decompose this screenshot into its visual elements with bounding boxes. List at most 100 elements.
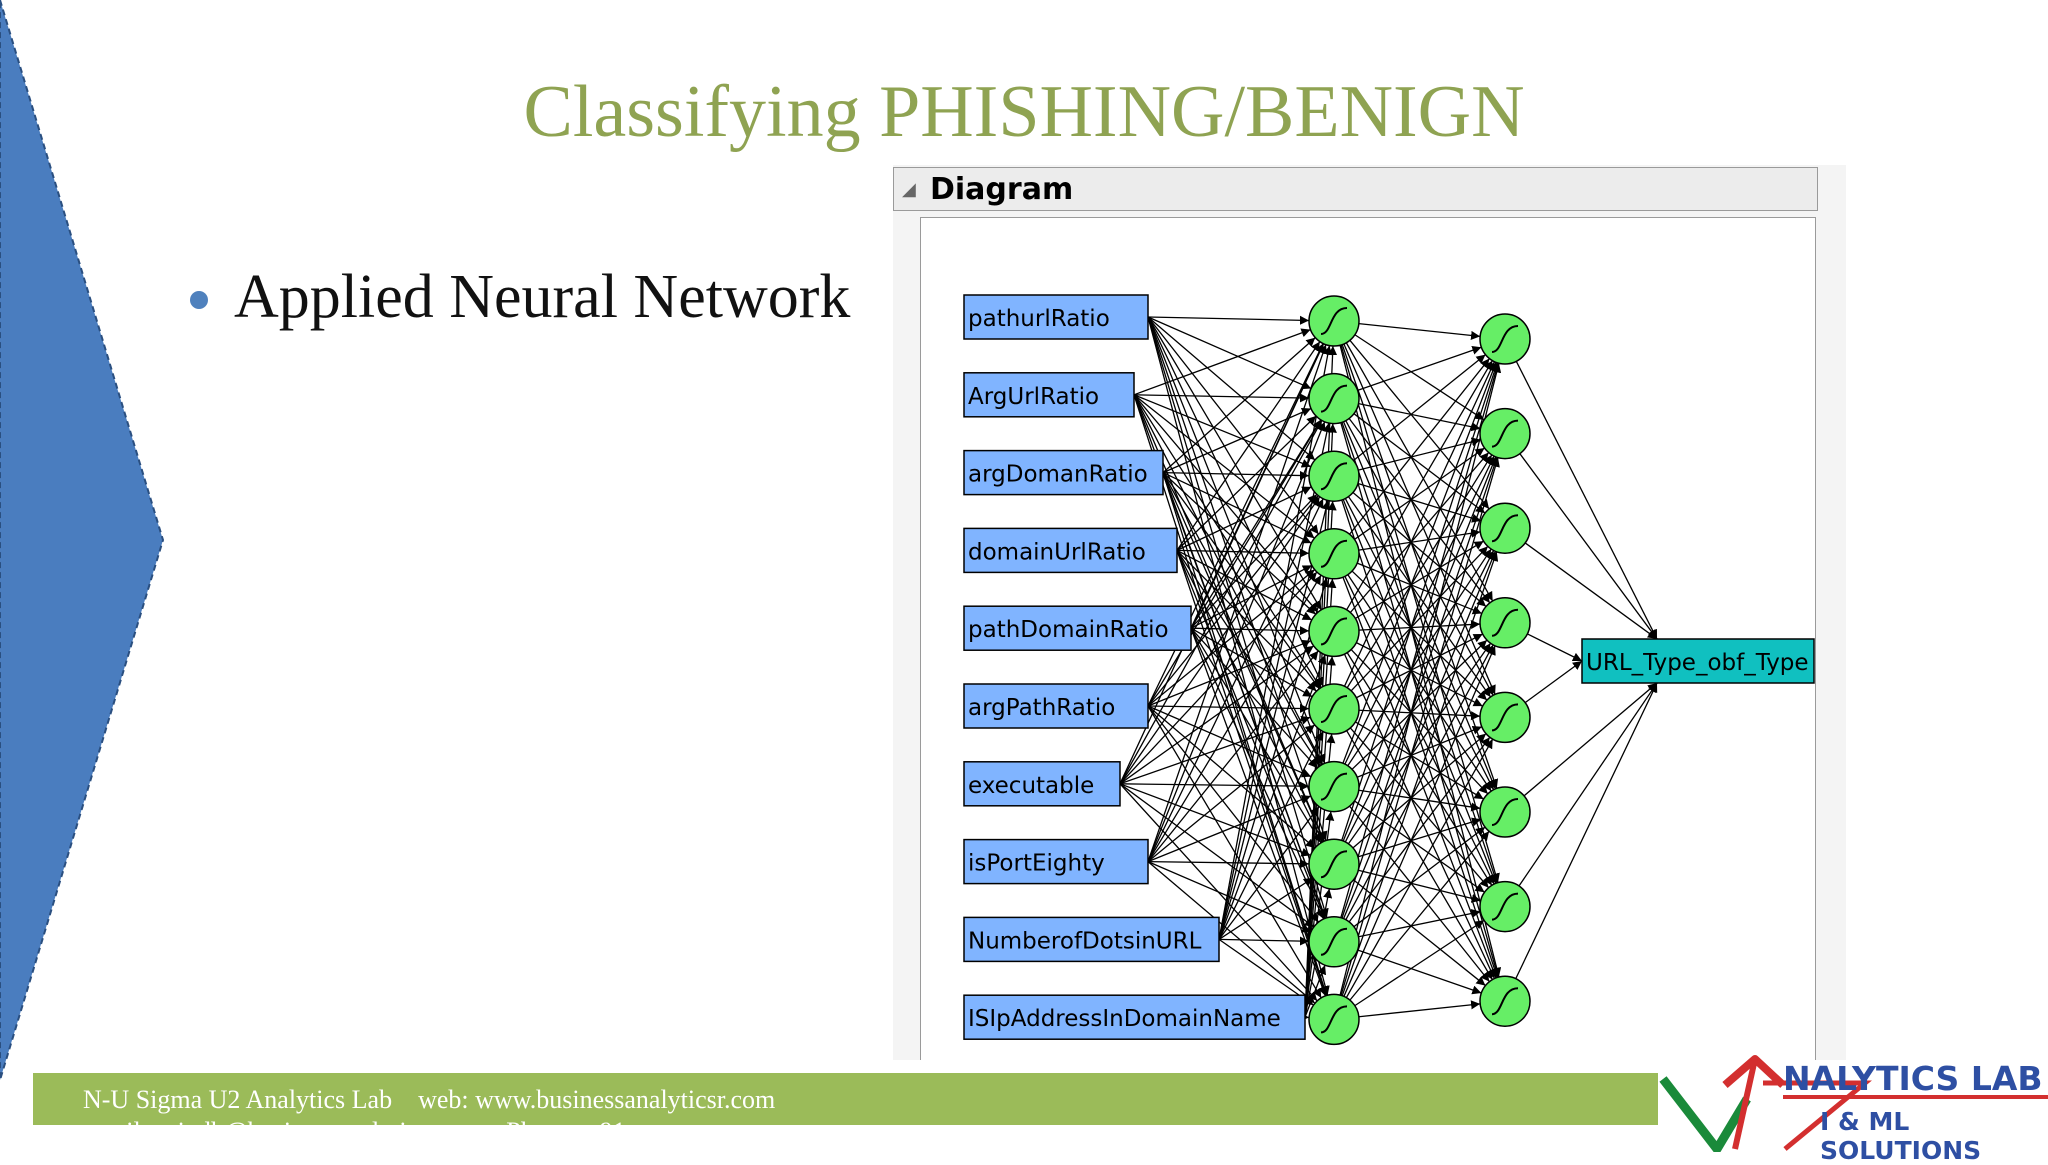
network-edge	[1148, 317, 1309, 320]
sigmoid-node-circle	[1480, 787, 1530, 837]
network-edge	[1524, 683, 1657, 796]
hidden-layer-2-node	[1480, 692, 1530, 742]
hidden-layer-2-node	[1480, 976, 1530, 1026]
hidden-layer-1-node	[1309, 762, 1359, 812]
network-edge	[1359, 1004, 1480, 1017]
slide-title: Classifying PHISHING/BENIGN	[0, 70, 2048, 155]
network-edge	[1344, 362, 1494, 687]
hidden-layer-2-node	[1480, 503, 1530, 553]
network-edge	[1516, 683, 1657, 979]
network-edge	[1516, 361, 1657, 639]
sigmoid-node-circle	[1309, 684, 1359, 734]
network-edge	[1525, 661, 1582, 703]
input-node: isPortEighty	[964, 840, 1148, 884]
sigmoid-node-circle	[1309, 374, 1359, 424]
hidden-layer-1-node	[1309, 451, 1359, 501]
input-node-label: ISIpAddressInDomainName	[968, 1006, 1281, 1032]
diagram-header-label: Diagram	[930, 168, 1073, 212]
sigmoid-node-circle	[1309, 839, 1359, 889]
sigmoid-node-circle	[1480, 882, 1530, 932]
input-node: argDomanRatio	[964, 451, 1163, 495]
input-node-label: domainUrlRatio	[968, 539, 1146, 565]
network-edge	[1358, 950, 1482, 993]
network-edge	[1348, 497, 1490, 697]
network-edge	[1177, 550, 1309, 553]
hidden-layer-1-node	[1309, 839, 1359, 889]
input-node: executable	[964, 762, 1120, 806]
input-node: pathDomainRatio	[964, 606, 1191, 650]
network-edge	[1354, 827, 1485, 927]
input-node-label: pathurlRatio	[968, 306, 1110, 332]
input-node-label: ArgUrlRatio	[968, 384, 1099, 410]
input-node: domainUrlRatio	[964, 528, 1177, 572]
analytics-lab-logo: NALYTICS LAB I & ML SOLUTIONS	[1655, 1045, 2048, 1152]
bullet-item: Applied Neural Network	[190, 262, 850, 333]
hidden-layer-2-node	[1480, 409, 1530, 459]
input-node: pathurlRatio	[964, 295, 1148, 339]
hidden-layer-2-node	[1480, 314, 1530, 364]
hidden-layer-1-node	[1309, 529, 1359, 579]
bullet-dot-icon	[190, 291, 208, 309]
sigmoid-node-circle	[1480, 976, 1530, 1026]
input-node: NumberofDotsinURL	[964, 917, 1219, 961]
hidden-layer-1-node	[1309, 296, 1359, 346]
network-edge	[1219, 939, 1309, 941]
output-node: URL_Type_obf_Type	[1582, 639, 1814, 683]
network-edge	[1359, 324, 1480, 337]
network-edge	[1120, 572, 1317, 784]
hidden-layer-1-node	[1309, 374, 1359, 424]
sigmoid-node-circle	[1309, 296, 1359, 346]
network-edge	[1527, 634, 1582, 661]
sigmoid-node-circle	[1309, 451, 1359, 501]
network-edge	[1525, 543, 1657, 639]
input-node: ISIpAddressInDomainName	[964, 995, 1305, 1039]
sigmoid-node-circle	[1480, 598, 1530, 648]
network-edge	[1359, 710, 1480, 716]
input-node-label: executable	[968, 773, 1094, 799]
hidden-layer-2-node	[1480, 598, 1530, 648]
sigmoid-node-circle	[1480, 503, 1530, 553]
sigmoid-node-circle	[1480, 409, 1530, 459]
footer-line-2: email: snigdh@businessanalyticsr.com Pho…	[83, 1117, 626, 1125]
network-edge	[1359, 624, 1480, 630]
left-chevron-decoration	[0, 0, 200, 1100]
input-node-label: isPortEighty	[968, 851, 1105, 877]
logo-text-line-1: NALYTICS LAB	[1783, 1059, 2043, 1098]
sigmoid-node-circle	[1309, 606, 1359, 656]
network-edges	[1120, 317, 1657, 1018]
sigmoid-node-circle	[1480, 314, 1530, 364]
output-node-label: URL_Type_obf_Type	[1586, 650, 1809, 676]
collapse-triangle-icon[interactable]: ◢	[902, 168, 916, 212]
input-node-label: argDomanRatio	[968, 462, 1148, 488]
diagram-header[interactable]: ◢ Diagram	[893, 167, 1818, 211]
input-node-label: argPathRatio	[968, 695, 1115, 721]
network-edge	[1163, 338, 1315, 473]
network-edge	[1148, 317, 1315, 460]
input-node-label: NumberofDotsinURL	[968, 928, 1202, 954]
sigmoid-node-circle	[1309, 917, 1359, 967]
logo-text-line-2: I & ML SOLUTIONS	[1820, 1107, 2048, 1165]
network-edge	[1341, 345, 1498, 883]
network-edge	[1520, 454, 1657, 639]
footer-bar: N-U Sigma U2 Analytics Lab web: www.busi…	[33, 1073, 1658, 1125]
hidden-layer-2-node	[1480, 882, 1530, 932]
network-edge	[1345, 550, 1493, 841]
sigmoid-node-circle	[1309, 994, 1359, 1044]
hidden-layer-2-node	[1480, 787, 1530, 837]
input-node: argPathRatio	[964, 684, 1148, 728]
hidden-layer-1-node	[1309, 606, 1359, 656]
hidden-layer-1-node	[1309, 917, 1359, 967]
network-edge	[1344, 654, 1494, 978]
network-edge	[1358, 347, 1482, 390]
sigmoid-node-circle	[1480, 692, 1530, 742]
input-node-label: pathDomainRatio	[968, 617, 1169, 643]
network-edge	[1120, 784, 1309, 786]
hidden-layer-1-node	[1309, 684, 1359, 734]
hidden-layer-1-node	[1309, 994, 1359, 1044]
footer-line-1: N-U Sigma U2 Analytics Lab web: www.busi…	[83, 1085, 775, 1115]
sigmoid-node-circle	[1309, 529, 1359, 579]
network-edge	[1519, 683, 1657, 886]
